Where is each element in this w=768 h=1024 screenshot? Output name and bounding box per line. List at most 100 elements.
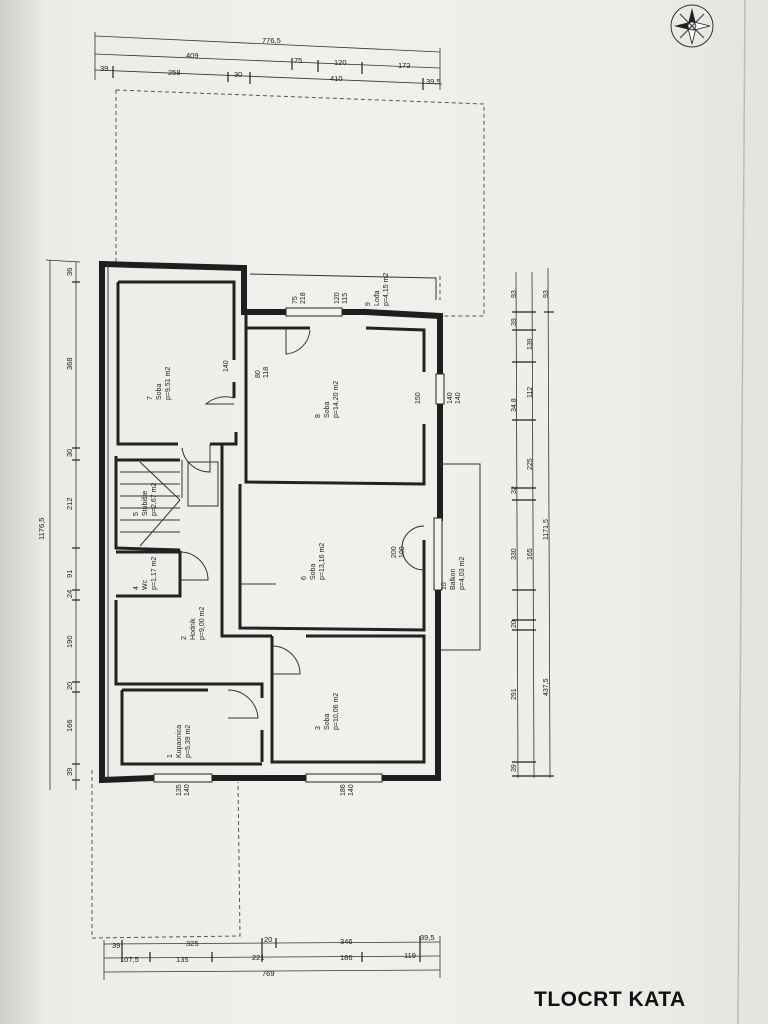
svg-text:8: 8 <box>315 414 322 418</box>
dim-left-39: 39 <box>65 768 74 776</box>
dim-top-258: 258 <box>168 68 181 77</box>
dim-right-93a: 93 <box>511 290 518 298</box>
dim-left-212: 212 <box>65 497 74 510</box>
room-9-label: 9 Lođa p=4,15 m2 <box>365 273 390 306</box>
balcony-door-height: 100 <box>399 546 406 558</box>
room8-right-height: 150 <box>415 392 422 404</box>
drawing-title: TLOCRT KATA <box>534 988 686 1011</box>
svg-text:Soba: Soba <box>324 402 331 418</box>
room-7-label: 7 Soba p=9,51 m2 <box>147 367 172 400</box>
dim-bottom-107-5: 107,5 <box>120 955 139 964</box>
dim-bottom-325: 325 <box>186 939 199 948</box>
svg-text:Stubište: Stubište <box>142 491 149 516</box>
room8-door-height: 118 <box>263 367 270 378</box>
interior-walls <box>114 280 426 766</box>
loggia-door-height: 218 <box>300 292 307 304</box>
loggia-window <box>285 307 343 317</box>
door-loggia <box>285 328 311 355</box>
dim-top-120: 120 <box>334 58 347 67</box>
svg-text:Balkon: Balkon <box>450 568 457 590</box>
door-room6b <box>401 547 425 571</box>
svg-text:p=13,16 m2: p=13,16 m2 <box>319 543 326 580</box>
bottom-dimensions: 39 325 20 346 39,5 107,5 135 221 186 119… <box>103 933 441 980</box>
dim-left-20: 20 <box>65 682 74 690</box>
svg-text:Wc: Wc <box>142 579 149 590</box>
room3-window <box>305 773 383 783</box>
dim-left-368: 368 <box>65 357 74 370</box>
dim-bottom-346: 346 <box>340 937 353 946</box>
door-room3 <box>271 645 301 675</box>
svg-text:7: 7 <box>147 396 154 400</box>
balcony-window <box>433 517 443 591</box>
dim-left-total: 1176,5 <box>37 518 46 540</box>
svg-text:1: 1 <box>167 754 174 758</box>
svg-text:Kupaonica: Kupaonica <box>176 725 183 758</box>
dim-top-39-5: 39,5 <box>426 77 441 86</box>
room-5-label: 5 Stubište p=2,67 m2 <box>133 483 158 516</box>
room8-window <box>435 373 445 405</box>
svg-text:4: 4 <box>133 586 140 590</box>
top-dimensions: 776,5 409 75 120 172 39 258 30 410 39,5 <box>94 32 443 90</box>
staircase <box>120 461 181 547</box>
dim-top-total: 776,5 <box>262 36 281 45</box>
loggia-window-width: 120 <box>334 292 341 304</box>
right-dimensions: 93 39 139 34,8 112 225 32 165 330 20 291… <box>511 267 554 779</box>
dim-bottom-39: 39 <box>112 941 120 950</box>
dim-top-75: 75 <box>294 56 302 65</box>
dim-top-39: 39 <box>100 64 108 73</box>
svg-text:p=9,51 m2: p=9,51 m2 <box>165 367 172 400</box>
dim-right-20: 20 <box>511 620 518 628</box>
dim-bottom-39-5: 39,5 <box>420 933 435 942</box>
dim-left-24: 24 <box>65 590 74 598</box>
svg-text:Soba: Soba <box>310 564 317 580</box>
door-bath <box>227 689 259 719</box>
loggia-door-width: 75 <box>292 296 299 304</box>
left-dimensions: 1176,5 36 368 30 212 91 24 190 20 166 39 <box>37 259 81 790</box>
room-4-label: 4 Wc p=1,17 m2 <box>133 557 158 590</box>
opening-labels: 135 140 186 140 75 218 120 115 140 140 8… <box>176 292 462 796</box>
roof-outline <box>91 89 485 939</box>
svg-text:9: 9 <box>365 302 372 306</box>
room-1-label: 1 Kupaonica p=5,39 m2 <box>167 725 192 758</box>
svg-text:3: 3 <box>315 726 322 730</box>
dim-right-39b: 39 <box>511 764 518 772</box>
room-10-label: 10 Balkon p=4,03 m2 <box>441 557 466 590</box>
door-wc <box>179 551 209 581</box>
dim-right-348: 34,8 <box>511 398 518 412</box>
room8-window-height: 140 <box>455 392 462 404</box>
room3-window-height: 140 <box>348 784 355 796</box>
dim-top-410: 410 <box>330 74 343 83</box>
doors <box>179 328 425 719</box>
sheet-edge <box>737 0 746 1024</box>
dim-right-165: 165 <box>527 548 534 560</box>
svg-text:6: 6 <box>301 576 308 580</box>
dim-bottom-total: 769 <box>262 969 275 978</box>
svg-text:p=4,03 m2: p=4,03 m2 <box>459 557 466 590</box>
dim-right-437-5: 437,5 <box>543 678 550 696</box>
exterior-walls <box>98 260 443 784</box>
door-room7 <box>204 396 235 405</box>
room8-window-width: 140 <box>447 392 454 404</box>
windows <box>153 307 445 783</box>
balcony-outline <box>249 273 481 651</box>
dim-bottom-186: 186 <box>340 953 353 962</box>
room7-door-width: 140 <box>223 360 230 372</box>
door-room6a <box>401 525 425 549</box>
svg-text:Lođa: Lođa <box>374 290 381 306</box>
room-8-label: 8 Soba p=14,20 m2 <box>315 381 340 418</box>
dim-left-36: 36 <box>65 268 74 276</box>
dim-left-91: 91 <box>65 570 74 578</box>
dim-right-139: 139 <box>527 338 534 350</box>
dim-right-225: 225 <box>527 458 534 470</box>
svg-text:p=5,39 m2: p=5,39 m2 <box>185 725 192 758</box>
svg-text:Hodnik: Hodnik <box>190 618 197 640</box>
svg-text:p=1,17 m2: p=1,17 m2 <box>151 557 158 590</box>
svg-text:Soba: Soba <box>324 714 331 730</box>
svg-text:p=9,00 m2: p=9,00 m2 <box>199 607 206 640</box>
room-2-label: 2 Hodnik p=9,00 m2 <box>181 607 206 640</box>
compass-icon <box>670 4 714 48</box>
balcony-door-width: 200 <box>391 546 398 558</box>
dim-right-330: 330 <box>511 548 518 560</box>
